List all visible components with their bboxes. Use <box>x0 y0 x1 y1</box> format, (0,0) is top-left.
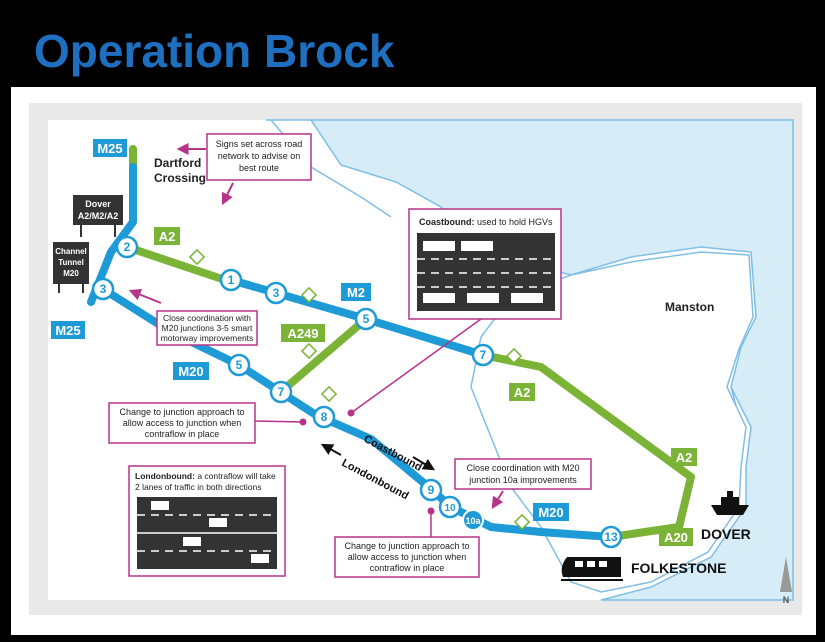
svg-text:M25: M25 <box>55 323 80 338</box>
road-label-a2-east: A2 <box>671 448 697 466</box>
svg-text:10: 10 <box>444 503 456 514</box>
svg-text:A2: A2 <box>159 229 176 244</box>
callout-m20-10a: Close coordination with M20 junction 10a… <box>454 458 592 510</box>
svg-text:allow access to junction when: allow access to junction when <box>123 418 242 428</box>
coastbound-callout-title: Coastbound: used to hold HGVs <box>419 217 553 227</box>
svg-text:contraflow in place: contraflow in place <box>370 563 445 573</box>
road-label-a2-mid: A2 <box>509 383 535 401</box>
svg-text:M25: M25 <box>97 141 122 156</box>
svg-text:contraflow in place: contraflow in place <box>145 429 220 439</box>
operation-brock-map: M25 M25 A2 M2 A249 M20 A2 A2 M20 A20 2 3… <box>29 103 802 615</box>
londonbound-arrow-icon <box>320 443 342 456</box>
callout-signs: Signs set across road network to advise … <box>176 133 312 206</box>
junction-3-m25: 3 <box>91 277 115 301</box>
dartford-label-line1: Dartford <box>154 156 201 170</box>
folkestone-label: FOLKESTONE <box>631 560 726 576</box>
junction-10-m20: 10 <box>438 495 462 519</box>
svg-text:3: 3 <box>273 286 280 300</box>
svg-text:Close coordination with M20: Close coordination with M20 <box>466 463 579 473</box>
road-label-m20-west: M20 <box>173 362 209 380</box>
svg-text:A2/M2/A2: A2/M2/A2 <box>78 211 119 221</box>
svg-text:8: 8 <box>321 410 328 424</box>
junction-3-m2: 3 <box>264 281 288 305</box>
svg-text:5: 5 <box>363 312 370 326</box>
svg-text:2 lanes of traffic in both dir: 2 lanes of traffic in both directions <box>135 482 261 492</box>
channel-tunnel-sign: Channel Tunnel M20 <box>53 242 89 293</box>
svg-text:A2: A2 <box>676 450 693 465</box>
callout-junction-approach-9: Change to junction approach to allow acc… <box>334 507 480 578</box>
svg-text:N: N <box>783 595 790 605</box>
svg-text:9: 9 <box>428 483 435 497</box>
svg-text:motorway improvements: motorway improvements <box>161 333 254 343</box>
road-label-m25-top: M25 <box>93 139 127 157</box>
road-label-m2: M2 <box>341 283 371 301</box>
a2-west-road <box>123 243 235 286</box>
svg-text:Londonbound: a contraflo: Londonbound: a contraflow will take <box>135 471 276 481</box>
svg-text:allow access to junction when: allow access to junction when <box>348 552 467 562</box>
svg-text:best route: best route <box>239 163 279 173</box>
dover-label: DOVER <box>701 526 751 542</box>
svg-text:A2: A2 <box>514 385 531 400</box>
svg-text:Dover: Dover <box>85 199 111 209</box>
manston-label: Manston <box>665 300 714 314</box>
junction-7-m2: 7 <box>471 343 495 367</box>
svg-text:3: 3 <box>100 282 107 296</box>
a2-east-road <box>479 351 695 541</box>
svg-text:Change to junction approach to: Change to junction approach to <box>344 541 469 551</box>
train-icon <box>561 557 623 581</box>
junction-13-m20: 13 <box>599 525 623 549</box>
svg-text:13: 13 <box>604 530 618 544</box>
map-frame: M25 M25 A2 M2 A249 M20 A2 A2 M20 A20 2 3… <box>11 87 816 635</box>
svg-text:10a: 10a <box>465 516 481 526</box>
junction-5-m2: 5 <box>354 307 378 331</box>
junction-5-m20: 5 <box>227 353 251 377</box>
north-compass-icon: N <box>780 557 792 605</box>
junction-10a-m20: 10a <box>462 509 484 531</box>
svg-text:M20 junctions 3-5 smart: M20 junctions 3-5 smart <box>162 323 253 333</box>
svg-text:M20: M20 <box>178 364 203 379</box>
junction-1-m2: 1 <box>219 268 243 292</box>
svg-text:Change to junction approach to: Change to junction approach to <box>119 407 244 417</box>
road-label-m20-east: M20 <box>533 503 569 521</box>
coastbound-arrow-icon <box>412 456 436 471</box>
road-label-a2-west: A2 <box>154 227 180 245</box>
junction-2: 2 <box>115 235 139 259</box>
callout-junction-approach-8: Change to junction approach to allow acc… <box>108 402 307 444</box>
svg-text:network to advise on: network to advise on <box>218 151 301 161</box>
svg-text:Channel: Channel <box>55 247 87 256</box>
svg-text:M2: M2 <box>347 285 365 300</box>
svg-text:A249: A249 <box>287 326 318 341</box>
a249-road <box>279 315 370 394</box>
svg-text:5: 5 <box>236 358 243 372</box>
hgv-markers <box>188 248 531 531</box>
road-label-a249: A249 <box>281 324 325 342</box>
ship-icon <box>711 491 749 515</box>
svg-text:7: 7 <box>480 348 487 362</box>
svg-text:1: 1 <box>228 273 235 287</box>
svg-text:M20: M20 <box>538 505 563 520</box>
page-title: Operation Brock <box>34 25 395 77</box>
junction-9-m20: 9 <box>419 478 443 502</box>
junction-7-m20: 7 <box>269 380 293 404</box>
svg-text:Close coordination with: Close coordination with <box>163 313 251 323</box>
road-label-a20: A20 <box>659 528 693 546</box>
m20-road <box>99 285 615 541</box>
callout-coastbound: Coastbound: used to hold HGVs <box>347 208 562 417</box>
junction-8-m20: 8 <box>312 405 336 429</box>
svg-text:Tunnel: Tunnel <box>58 258 84 267</box>
dover-road-sign: Dover A2/M2/A2 <box>73 195 123 237</box>
svg-text:2: 2 <box>124 240 131 254</box>
dartford-label-line2: Crossing <box>154 171 206 185</box>
svg-text:M20: M20 <box>63 269 79 278</box>
svg-text:Signs set across road: Signs set across road <box>216 139 303 149</box>
callout-londonbound: Londonbound: a contraflow will take 2 la… <box>128 465 286 577</box>
svg-text:A20: A20 <box>664 530 688 545</box>
svg-text:junction 10a improvements: junction 10a improvements <box>468 475 577 485</box>
road-label-m25-bottom: M25 <box>51 321 85 339</box>
svg-text:7: 7 <box>278 385 285 399</box>
callout-m20-junctions: Close coordination with M20 junctions 3-… <box>128 288 258 346</box>
